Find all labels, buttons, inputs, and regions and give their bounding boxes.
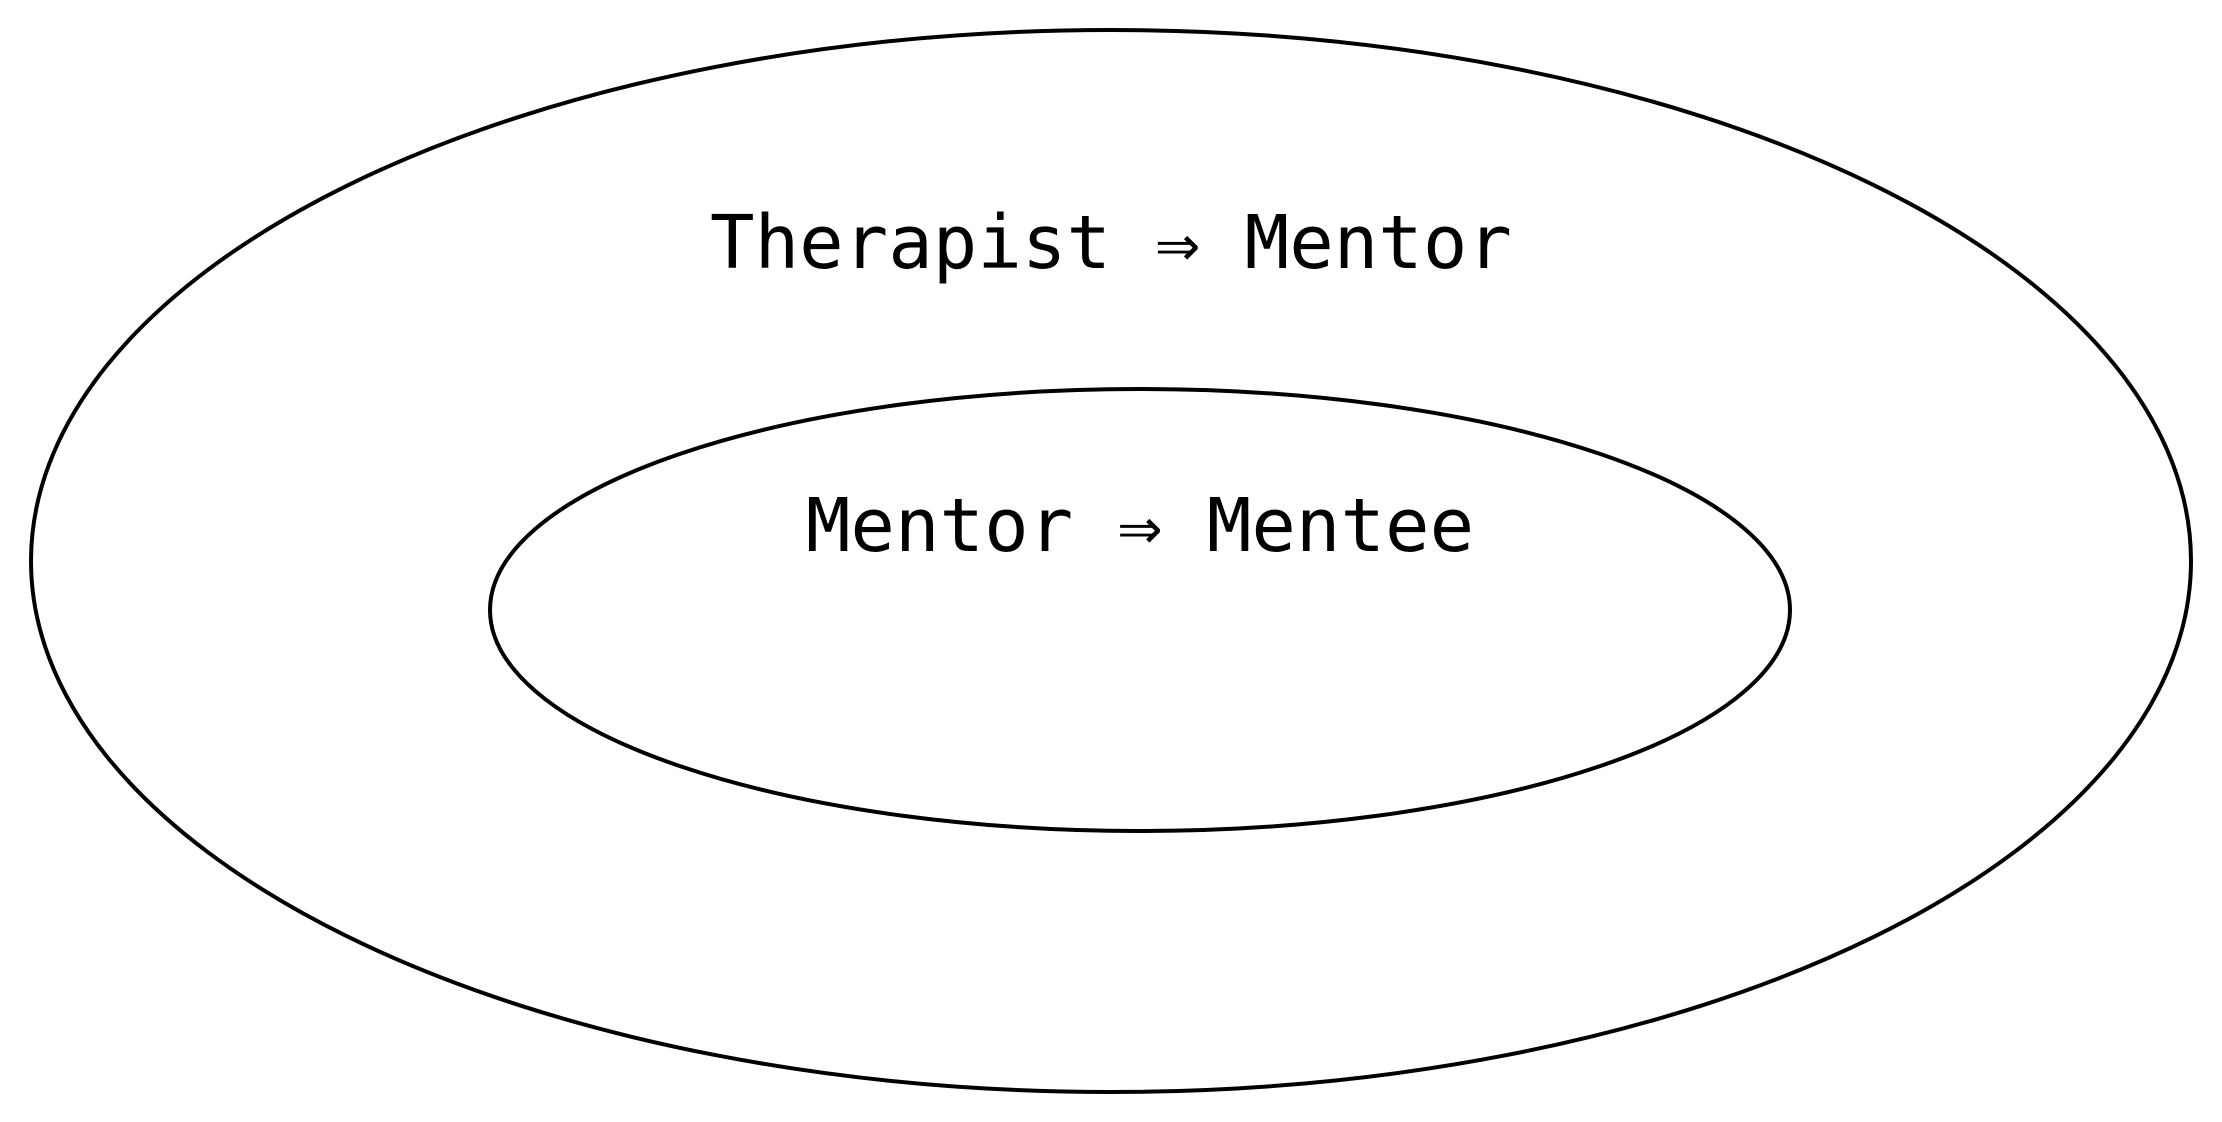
inner-ring-label: Mentor ⇒ Mentee [806, 483, 1474, 569]
outer-ring-label: Therapist ⇒ Mentor [710, 200, 1512, 286]
outer-ring [29, 28, 2193, 1094]
inner-ring [488, 387, 1792, 833]
inner-ring-group: Mentor ⇒ Mentee [488, 387, 1792, 833]
outer-ring-group: Therapist ⇒ Mentor [29, 28, 2193, 1094]
